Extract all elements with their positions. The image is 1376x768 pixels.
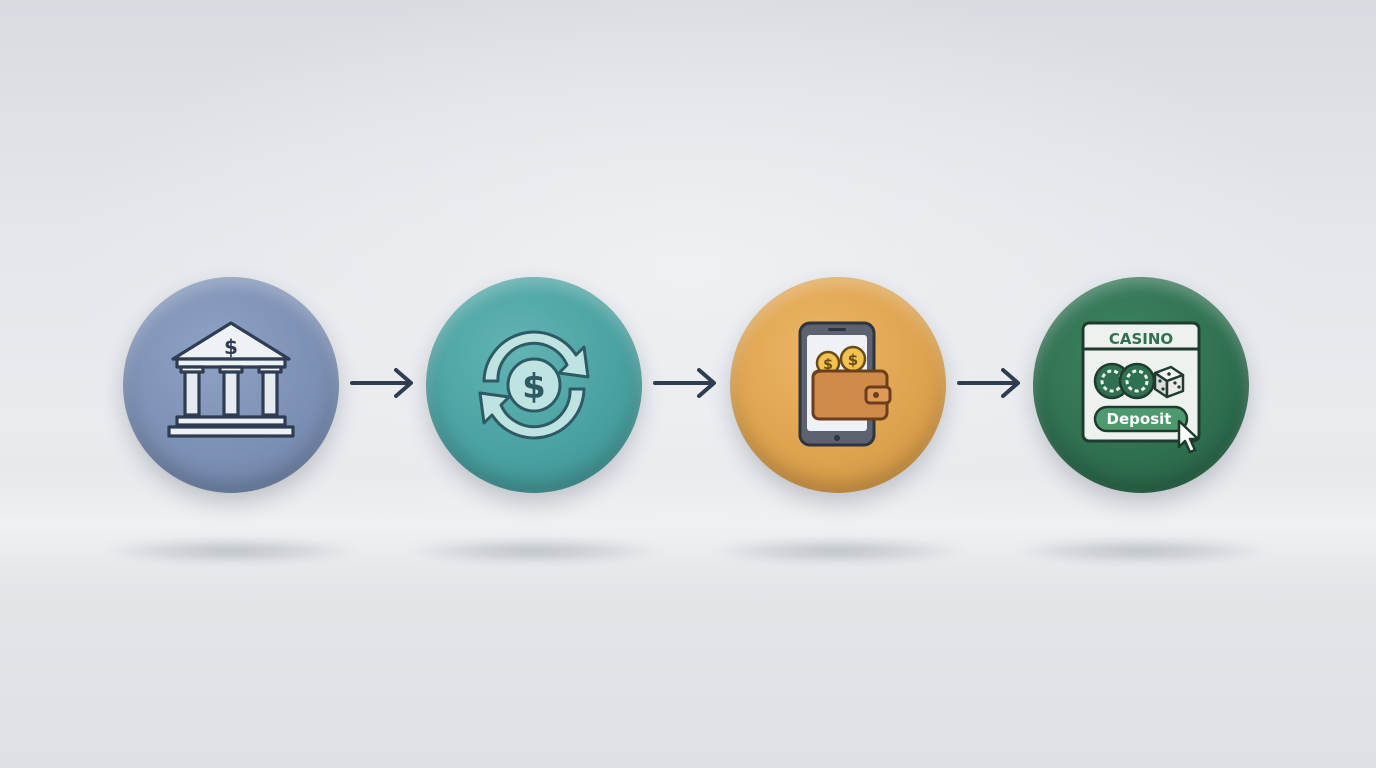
arrow-right-icon [653, 368, 716, 398]
step-shadow [1016, 538, 1266, 564]
step-currency-exchange: $ [426, 277, 642, 493]
mobile-wallet-icon: $ $ [798, 321, 892, 447]
cursor-pointer-icon [1177, 419, 1200, 454]
step-bank: $ [123, 277, 339, 493]
step-casino-deposit: CASINO Deposit [1033, 277, 1249, 493]
arrow-right-icon [957, 368, 1020, 398]
casino-title: CASINO [1109, 330, 1173, 348]
coin-dollar-sign: $ [848, 351, 858, 369]
deposit-button-label: Deposit [1107, 410, 1172, 428]
exchange-dollar-sign: $ [522, 367, 546, 407]
step-mobile-wallet: $ $ [730, 277, 946, 493]
step-shadow [409, 538, 659, 564]
bank-building-icon: $ [167, 321, 295, 438]
step-shadow [106, 538, 356, 564]
arrow-right-icon [350, 368, 413, 398]
bank-dollar-sign: $ [224, 335, 238, 359]
casino-chips-icon [1093, 362, 1156, 400]
coin-dollar-sign: $ [823, 357, 833, 373]
dice-icon [1153, 365, 1185, 399]
currency-exchange-icon: $ [478, 330, 590, 440]
casino-deposit-icon: CASINO Deposit [1081, 321, 1201, 454]
step-shadow [713, 538, 963, 564]
